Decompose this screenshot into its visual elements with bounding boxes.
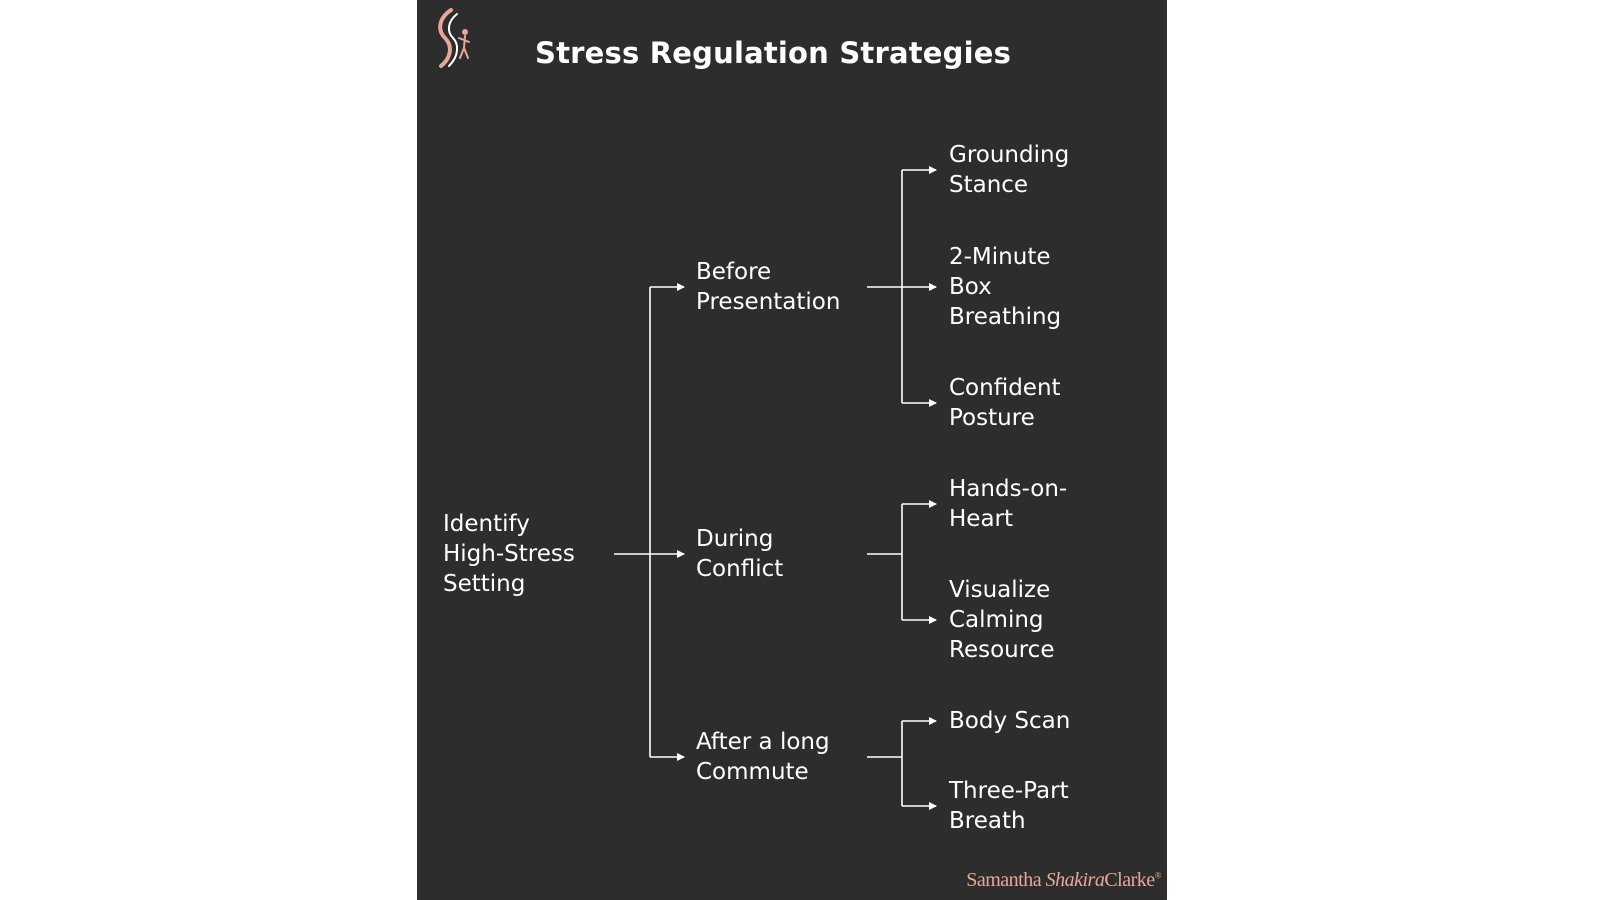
brand-logo-icon — [438, 8, 470, 68]
diagram-title: Stress Regulation Strategies — [535, 36, 1012, 70]
leaf-confident-posture: Confident Posture — [949, 375, 1061, 431]
registered-mark: ® — [1154, 870, 1162, 881]
leaf-body-scan: Body Scan — [949, 708, 1071, 734]
leaf-box-breathing: 2-Minute Box Breathing — [949, 244, 1062, 330]
leaf-grounding-stance: Grounding Stance — [949, 142, 1070, 198]
brand-signature: Samantha ShakiraClarke® — [966, 869, 1161, 892]
leaf-visualize-resource: Visualize Calming Resource — [949, 577, 1055, 663]
branch-during-conflict: During Conflict — [696, 526, 784, 582]
diagram-panel: Stress Regulation Strategies — [417, 0, 1167, 900]
root-node-identify-setting: Identify High-Stress Setting — [443, 511, 575, 597]
connector-lines — [614, 166, 937, 810]
branch-before-presentation: Before Presentation — [696, 259, 841, 315]
leaf-three-part-breath: Three-Part Breath — [949, 778, 1069, 834]
branch-after-commute: After a long Commute — [696, 729, 830, 785]
signature-last-name: Clarke — [1104, 869, 1155, 891]
signature-first-name: Samantha — [966, 869, 1042, 891]
signature-middle-name: Shakira — [1045, 869, 1105, 891]
leaf-hands-on-heart: Hands-on- Heart — [949, 476, 1068, 532]
